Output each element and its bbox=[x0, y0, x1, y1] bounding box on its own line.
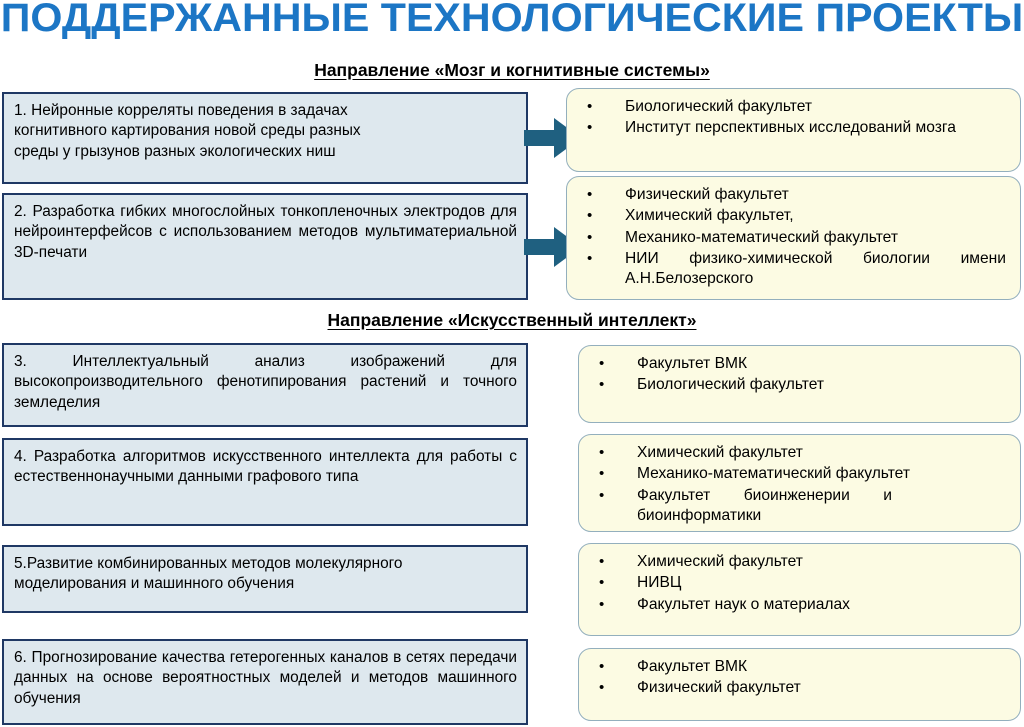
list-item: •НИВЦ bbox=[599, 574, 682, 592]
list-item: •Механико-математический факультет bbox=[599, 465, 910, 483]
faculty-list-6: •Факультет ВМК •Физический факультет bbox=[589, 657, 1006, 699]
bullet-icon: • bbox=[587, 207, 593, 225]
project-3-text: 3. Интеллектуальный анализ изображений д… bbox=[14, 353, 517, 411]
project-box-6: 6. Прогнозирование качества гетерогенных… bbox=[2, 639, 528, 725]
faculty-box-2: •Физический факультет •Химический факуль… bbox=[566, 176, 1021, 300]
bullet-icon: • bbox=[599, 553, 605, 570]
list-item: •Факультет ВМК bbox=[599, 658, 748, 675]
project-5-text: 5.Развитие комбинированных методов молек… bbox=[14, 555, 403, 593]
bullet-icon: • bbox=[599, 486, 605, 504]
faculty-box-6: •Факультет ВМК •Физический факультет bbox=[578, 648, 1021, 721]
bullet-icon: • bbox=[599, 465, 605, 483]
project-2-text: 2. Разработка гибких многослойных тонкоп… bbox=[14, 203, 517, 261]
project-4-text: 4. Разработка алгоритмов искусственного … bbox=[14, 448, 517, 486]
bullet-icon: • bbox=[599, 595, 605, 613]
bullet-icon: • bbox=[587, 228, 593, 246]
list-item: •Химический факультет, bbox=[587, 207, 794, 225]
list-item: •Биологический факультет bbox=[599, 376, 825, 394]
list-item: •Институт перспективных исследований моз… bbox=[587, 119, 956, 137]
bullet-icon: • bbox=[587, 249, 593, 267]
faculty-box-5: •Химический факультет •НИВЦ •Факультет н… bbox=[578, 543, 1021, 636]
section-heading-brain: Направление «Мозг и когнитивные системы» bbox=[314, 60, 710, 80]
project-box-1: 1. Нейронные корреляты поведения в задач… bbox=[2, 92, 528, 184]
faculty-box-1: •Биологический факультет •Институт персп… bbox=[566, 88, 1021, 172]
bullet-icon: • bbox=[599, 574, 605, 592]
bullet-icon: • bbox=[599, 355, 605, 372]
project-1-line-3: среды у грызунов разных экологических ни… bbox=[14, 142, 336, 160]
faculty-list-2: •Физический факультет •Химический факуль… bbox=[577, 185, 1006, 289]
faculty-list-4: •Химический факультет •Механико-математи… bbox=[589, 443, 1006, 526]
bullet-icon: • bbox=[587, 186, 593, 203]
list-item: •Факультет биоинженерии и биоинформатики bbox=[599, 486, 892, 524]
bullet-icon: • bbox=[599, 444, 605, 461]
list-item: •Физический факультет bbox=[599, 679, 801, 697]
faculty-box-3: •Факультет ВМК •Биологический факультет bbox=[578, 345, 1021, 423]
project-box-4: 4. Разработка алгоритмов искусственного … bbox=[2, 438, 528, 526]
project-6-text: 6. Прогнозирование качества гетерогенных… bbox=[14, 649, 517, 707]
project-box-5: 5.Развитие комбинированных методов молек… bbox=[2, 545, 528, 613]
faculty-list-3: •Факультет ВМК •Биологический факультет bbox=[589, 354, 1006, 396]
faculty-list-1: •Биологический факультет •Институт персп… bbox=[577, 97, 1006, 139]
bullet-icon: • bbox=[599, 658, 605, 675]
section-heading-ai: Направление «Искусственный интеллект» bbox=[327, 310, 697, 330]
list-item: •Физический факультет bbox=[587, 186, 789, 203]
list-item: •НИИ физико-химической биологии имени А.… bbox=[587, 249, 1006, 288]
project-1-line-1: 1. Нейронные корреляты поведения в задач… bbox=[14, 102, 348, 119]
bullet-icon: • bbox=[599, 376, 605, 394]
project-box-3: 3. Интеллектуальный анализ изображений д… bbox=[2, 343, 528, 427]
list-item: •Химический факультет bbox=[599, 553, 803, 570]
project-box-2: 2. Разработка гибких многослойных тонкоп… bbox=[2, 193, 528, 300]
list-item: •Химический факультет bbox=[599, 444, 803, 461]
bullet-icon: • bbox=[587, 98, 593, 115]
bullet-icon: • bbox=[587, 119, 593, 137]
list-item: •Факультет ВМК bbox=[599, 355, 748, 372]
list-item: •Биологический факультет bbox=[587, 98, 813, 115]
list-item: •Факультет наук о материалах bbox=[599, 595, 850, 613]
faculty-box-4: •Химический факультет •Механико-математи… bbox=[578, 434, 1021, 532]
list-item: •Механико-математический факультет bbox=[587, 228, 898, 246]
faculty-list-5: •Химический факультет •НИВЦ •Факультет н… bbox=[589, 552, 1006, 615]
page-title: ПОДДЕРЖАННЫЕ ТЕХНОЛОГИЧЕСКИЕ ПРОЕКТЫ bbox=[0, 0, 1024, 40]
bullet-icon: • bbox=[599, 679, 605, 697]
project-1-line-2: когнитивного картирования новой среды ра… bbox=[14, 122, 361, 140]
